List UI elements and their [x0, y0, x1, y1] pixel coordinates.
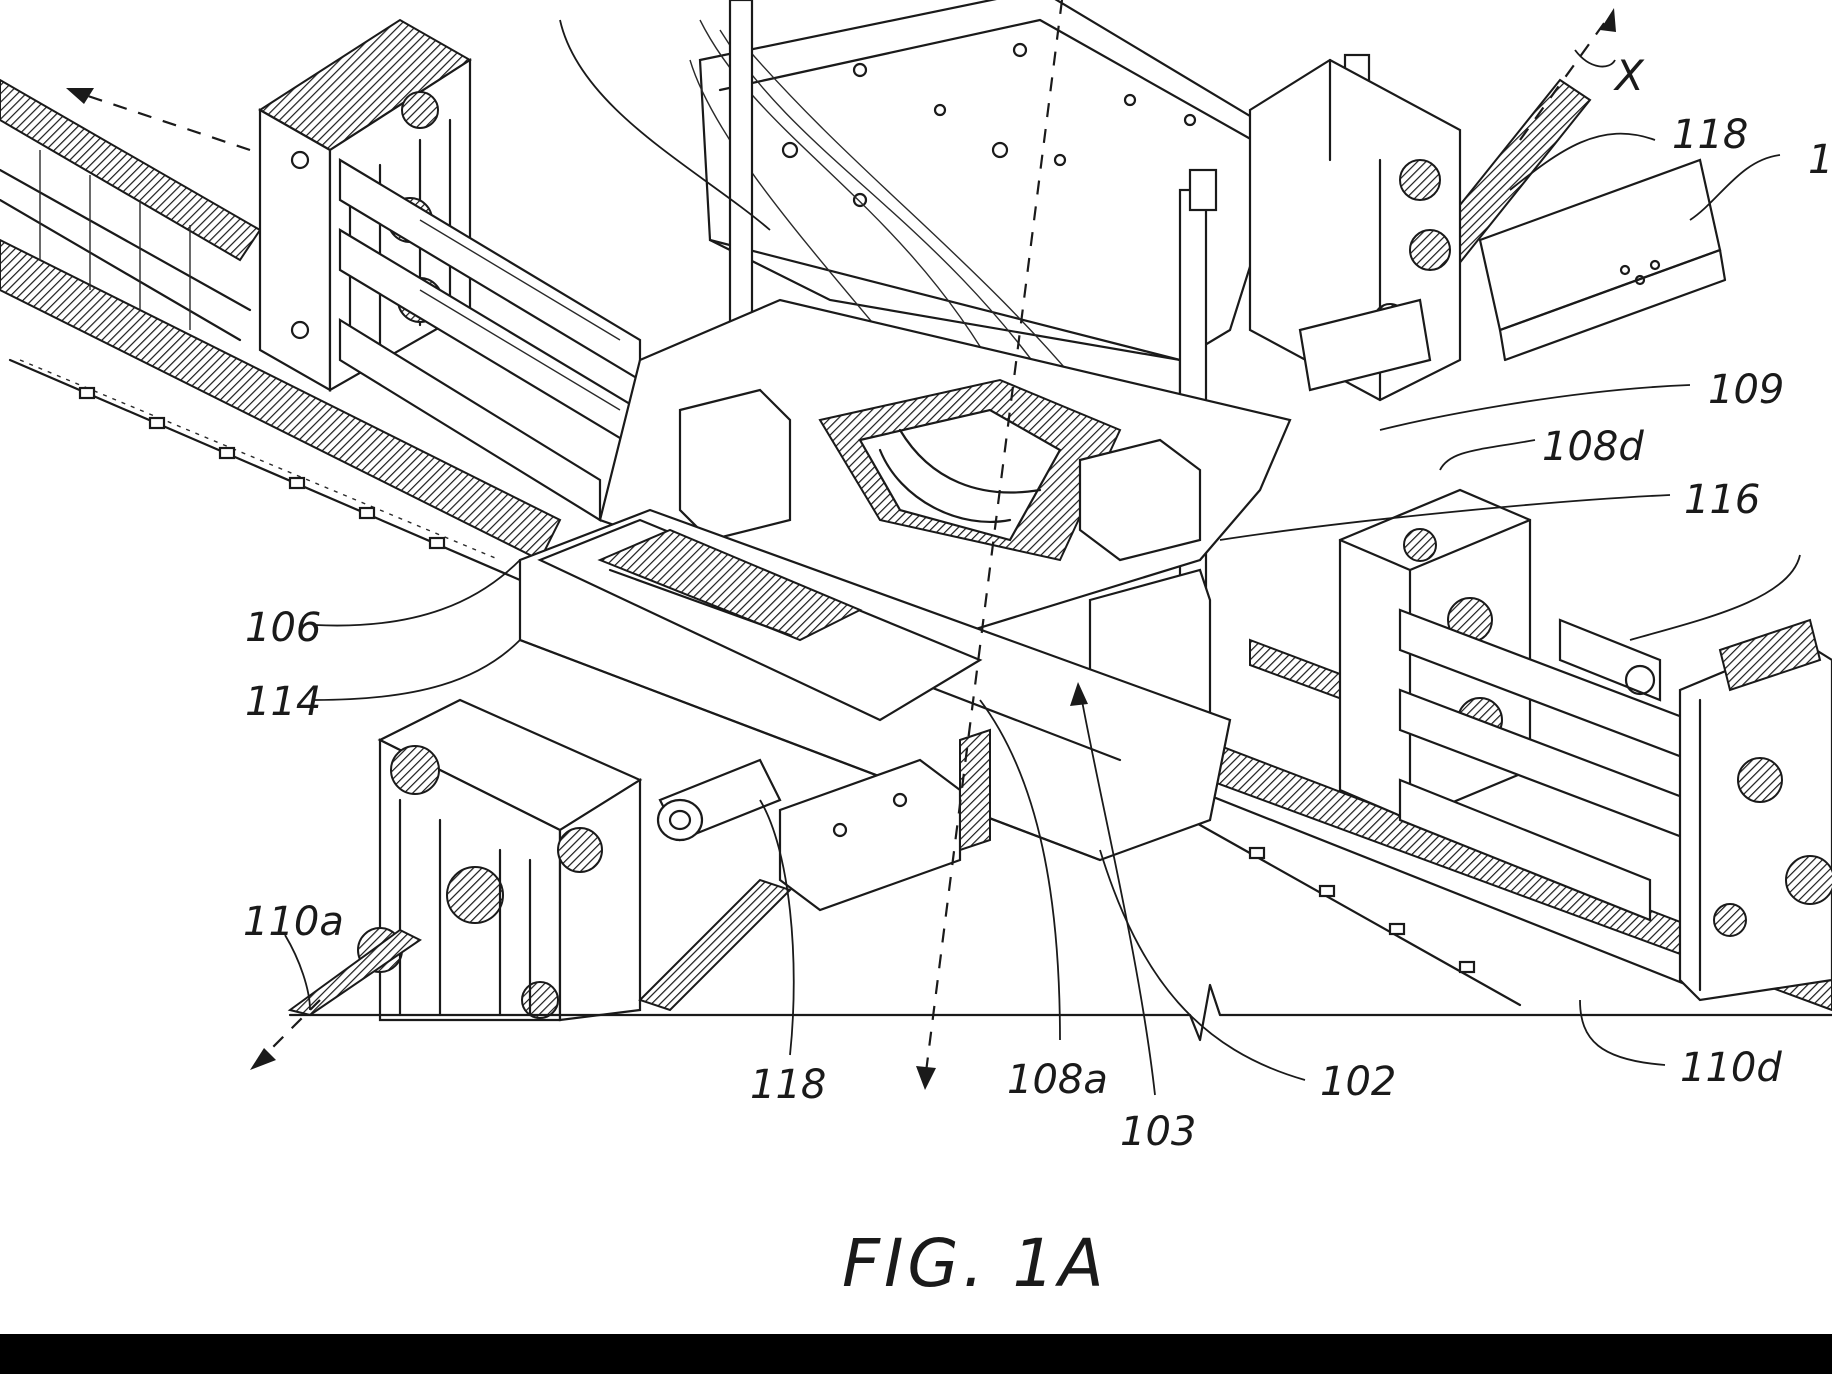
upper-left-carriage	[258, 18, 642, 522]
ref-106: 106	[245, 605, 322, 651]
ref-114: 114	[245, 679, 322, 725]
ref-116: 116	[1684, 477, 1761, 523]
axis-arrows	[66, 0, 1616, 1090]
bottom-black-band	[0, 1334, 1832, 1374]
axis-x-label: X	[1615, 51, 1644, 100]
front-left-carriage	[287, 518, 991, 1022]
ref-110a: 110a	[243, 899, 344, 945]
figure-caption: FIG. 1A	[842, 1225, 1108, 1302]
base-break-line	[288, 983, 1832, 1042]
right-carriage	[1338, 488, 1832, 1002]
ref-110d: 110d	[1680, 1045, 1782, 1091]
upper-right-carriage	[1248, 58, 1462, 402]
ref-102: 102	[1320, 1059, 1397, 1105]
ref-118-top: 118	[1672, 112, 1749, 158]
ref-118-bottom: 118	[750, 1062, 827, 1108]
leader-lines	[284, 19, 1801, 1096]
ref-103: 103	[1120, 1109, 1197, 1155]
ref-1-right: 1	[1808, 137, 1832, 183]
ref-108a: 108a	[1007, 1057, 1108, 1103]
central-press	[518, 0, 1371, 862]
ref-109: 109	[1708, 367, 1785, 413]
ref-108d: 108d	[1542, 424, 1644, 470]
left-rail-track	[0, 78, 562, 582]
left-rail-chain	[8, 358, 522, 582]
